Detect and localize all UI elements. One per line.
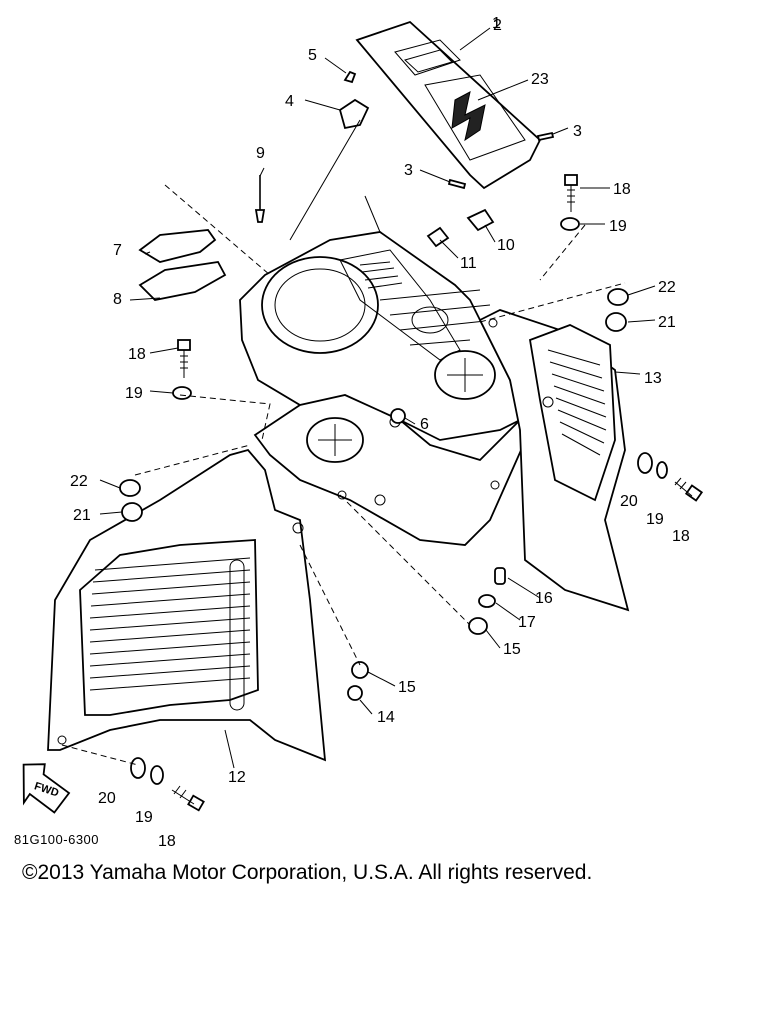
callout-numbers: 1 2 3 3 4 5 6 7 8 9 10 11 12 13 14 15 15… <box>70 15 690 850</box>
callout-label: 20 <box>98 790 116 807</box>
callout-label: 3 <box>573 123 582 140</box>
callout-label: 11 <box>460 255 477 272</box>
callout-label: 17 <box>518 614 536 631</box>
lower-bracket-part <box>253 394 532 546</box>
top-cover-part <box>355 20 542 190</box>
right-side-panel-part <box>478 309 630 612</box>
callout-label: 18 <box>613 181 631 198</box>
callout-label: 19 <box>135 809 153 826</box>
callout-label: 21 <box>658 314 676 331</box>
callout-label: 23 <box>531 71 549 88</box>
main-panel-part <box>239 231 522 441</box>
callout-label: 20 <box>620 493 638 510</box>
copyright-notice: ©2013 Yamaha Motor Corporation, U.S.A. A… <box>22 861 593 884</box>
callout-label: 12 <box>228 769 246 786</box>
callout-label: 22 <box>70 473 88 490</box>
callout-label: 18 <box>672 528 690 545</box>
callout-label: 2 <box>493 17 502 34</box>
callout-label: 15 <box>503 641 521 658</box>
callout-label: 22 <box>658 279 676 296</box>
callout-label: 18 <box>158 833 176 850</box>
callout-label: 18 <box>128 346 146 363</box>
callout-label: 1 <box>492 15 501 32</box>
callout-label: 19 <box>646 511 664 528</box>
callout-label: 4 <box>285 93 294 110</box>
callout-label: 16 <box>535 590 553 607</box>
callout-label: 19 <box>125 385 143 402</box>
exploded-parts-diagram: FWD 1 2 3 3 4 5 6 7 8 9 10 11 12 13 14 1… <box>22 15 704 850</box>
callout-label: 9 <box>256 145 265 162</box>
callout-label: 10 <box>497 237 515 254</box>
leader-lines <box>61 27 656 769</box>
left-side-panel-part <box>47 448 327 762</box>
small-hardware-parts <box>119 70 704 812</box>
callout-label: 5 <box>308 47 317 64</box>
forward-arrow-icon: FWD <box>22 763 71 814</box>
callout-label: 21 <box>73 507 91 524</box>
callout-label: 6 <box>420 416 429 433</box>
callout-label: 15 <box>398 679 416 696</box>
callout-label: 7 <box>113 242 122 259</box>
part-code-label: 81G100-6300 <box>14 832 100 847</box>
callout-label: 14 <box>377 709 395 726</box>
callout-label: 8 <box>113 291 122 308</box>
callout-label: 19 <box>609 218 627 235</box>
callout-label: 3 <box>404 162 413 179</box>
callout-label: 13 <box>644 370 662 387</box>
